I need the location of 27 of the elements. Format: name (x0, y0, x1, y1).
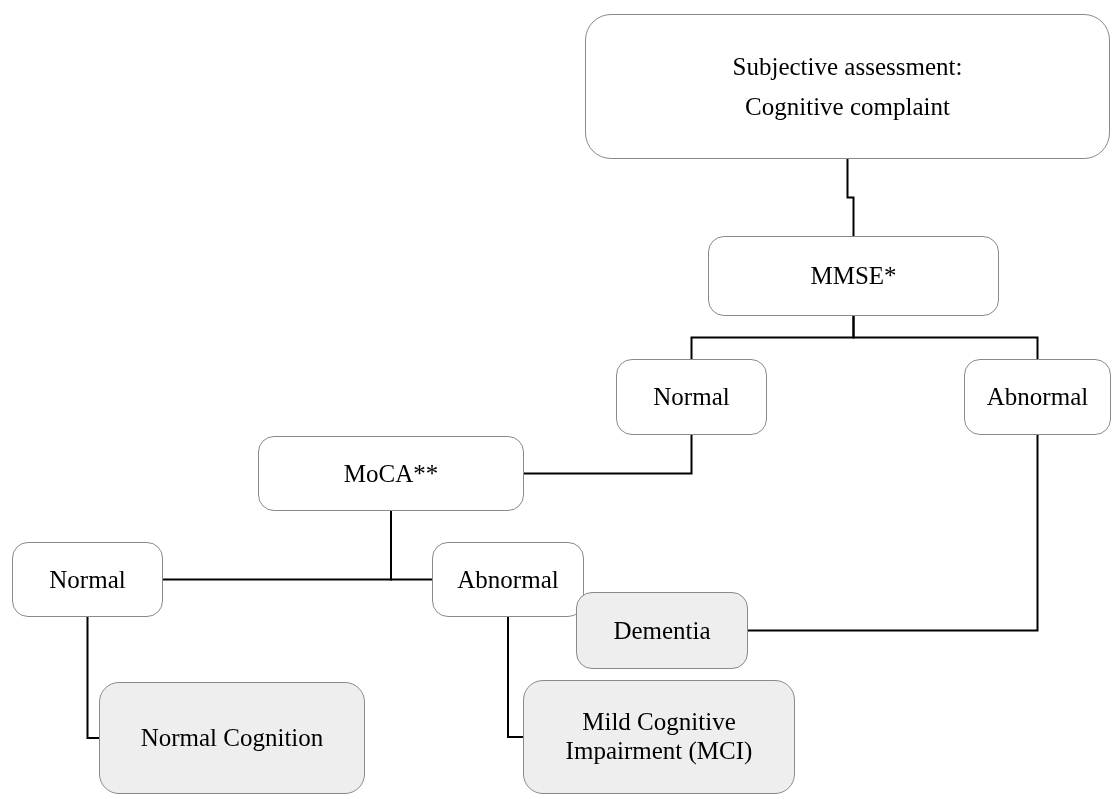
node-text: Subjective assessment: Cognitive complaint (731, 51, 964, 122)
process-box (523, 680, 795, 794)
node-text: Normal Cognition (140, 723, 324, 753)
connector-line (852, 315, 1039, 360)
process-box (432, 542, 584, 617)
process-box (99, 682, 365, 794)
process-box (708, 236, 999, 316)
node-text: Mild Cognitive Impairment (MCI) (564, 708, 754, 766)
process-box (258, 436, 524, 511)
node-text: Normal (653, 382, 730, 412)
connector-line (846, 158, 855, 237)
process-box (12, 542, 163, 617)
node-text: MMSE* (810, 261, 897, 291)
node-text: Dementia (613, 615, 711, 646)
connector-line (747, 434, 1039, 632)
connector-line (523, 434, 693, 475)
process-box (964, 359, 1111, 435)
connector-line (86, 616, 100, 739)
connector-line (390, 510, 433, 581)
process-box (616, 359, 767, 435)
process-box (576, 592, 748, 669)
node-text: Normal (49, 564, 126, 595)
node-text: Abnormal (986, 382, 1089, 412)
connector-line (507, 616, 524, 738)
node-text: Abnormal (457, 564, 559, 595)
process-box (585, 14, 1110, 159)
node-text: MoCA** (343, 458, 439, 489)
